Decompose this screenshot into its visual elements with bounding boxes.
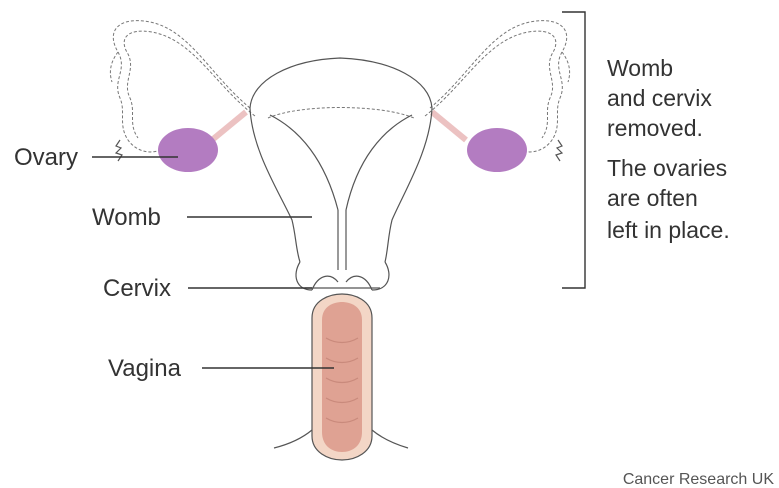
credit-text: Cancer Research UK [623,471,775,488]
vagina-label: Vagina [108,355,182,382]
ovary-right [467,128,527,172]
note-line: are often [607,185,698,211]
fimbriae-right [556,140,562,161]
ovarian-ligament-right [432,112,466,140]
womb-outline [250,58,432,290]
ovary-left [158,128,218,172]
ovary-label: Ovary [14,144,78,171]
removal-bracket [562,12,585,288]
vagina [274,294,408,460]
ovarian-ligament-left [212,112,246,140]
note-line: left in place. [607,217,730,243]
fimbriae-left [116,140,122,161]
note-line: and cervix [607,85,712,111]
removal-note: Womb and cervix removed. The ovaries are… [607,55,730,243]
note-line: Womb [607,55,673,81]
note-line: The ovaries [607,155,727,181]
womb-label: Womb [92,204,161,231]
cervix-label: Cervix [103,275,171,302]
note-line: removed. [607,115,703,141]
